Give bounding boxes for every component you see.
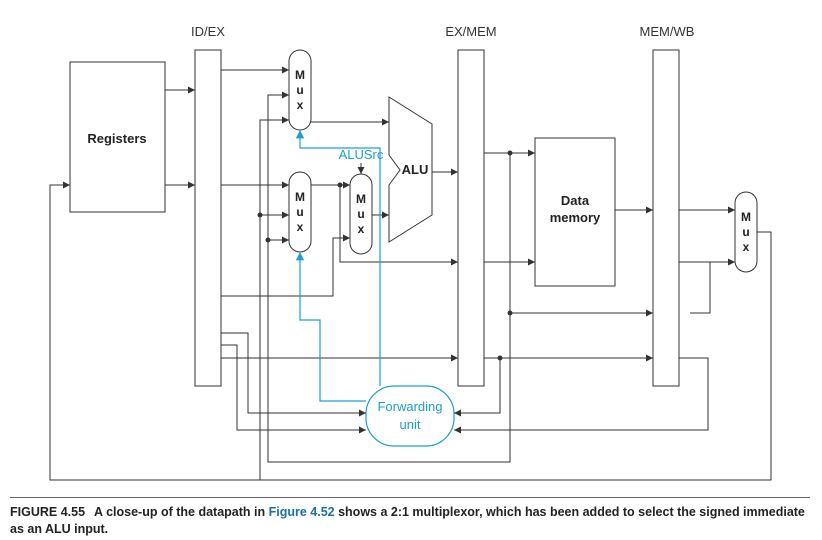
- caption-text-before: A close-up of the datapath in: [94, 505, 266, 519]
- forwarding-unit-label-1: Forwarding: [377, 399, 442, 414]
- forwarding-unit: [365, 385, 455, 447]
- data-memory: [534, 137, 616, 287]
- caption-text-after: shows a 2:1 multiplexor, which has been …: [10, 505, 805, 536]
- registers-block: [69, 61, 166, 213]
- forwarding-wires: [295, 130, 381, 402]
- registers-label: Registers: [87, 131, 146, 146]
- junction-dots: [257, 150, 513, 361]
- mux-writeback-x: x: [743, 240, 750, 254]
- alu-label: ALU: [402, 162, 429, 177]
- mux-alusrc-u: u: [357, 207, 364, 221]
- datapath-wires: [49, 66, 772, 481]
- caption-figure-number: FIGURE 4.55: [10, 505, 86, 519]
- figure-caption: FIGURE 4.55 A close-up of the datapath i…: [10, 504, 810, 538]
- mux-alusrc-m: M: [356, 192, 366, 206]
- mem-wb-label: MEM/WB: [640, 24, 695, 39]
- mux-middle-u: u: [296, 205, 303, 219]
- mux-top-m: M: [295, 68, 305, 82]
- forwarding-unit-label-2: unit: [400, 417, 421, 432]
- mux-middle-x: x: [297, 220, 304, 234]
- alusrc-label: ALUSrc: [339, 147, 384, 162]
- datapath-diagram: ID/EX EX/MEM MEM/WB Registers M u x M u …: [49, 24, 772, 481]
- mux-writeback-u: u: [742, 225, 749, 239]
- caption-divider: [10, 497, 810, 498]
- data-memory-label-2: memory: [550, 210, 601, 225]
- ex-mem-register: [457, 49, 485, 387]
- mux-top-x: x: [297, 98, 304, 112]
- mux-alusrc-x: x: [358, 222, 365, 236]
- data-memory-label-1: Data: [561, 193, 590, 208]
- caption-figure-reference[interactable]: Figure 4.52: [268, 505, 335, 519]
- mux-writeback-m: M: [741, 210, 751, 224]
- mux-top-u: u: [296, 83, 303, 97]
- id-ex-register: [194, 49, 222, 387]
- mem-wb-register: [652, 49, 680, 387]
- alu: [388, 96, 433, 243]
- ex-mem-label: EX/MEM: [445, 24, 496, 39]
- mux-middle-m: M: [295, 190, 305, 204]
- id-ex-label: ID/EX: [191, 24, 225, 39]
